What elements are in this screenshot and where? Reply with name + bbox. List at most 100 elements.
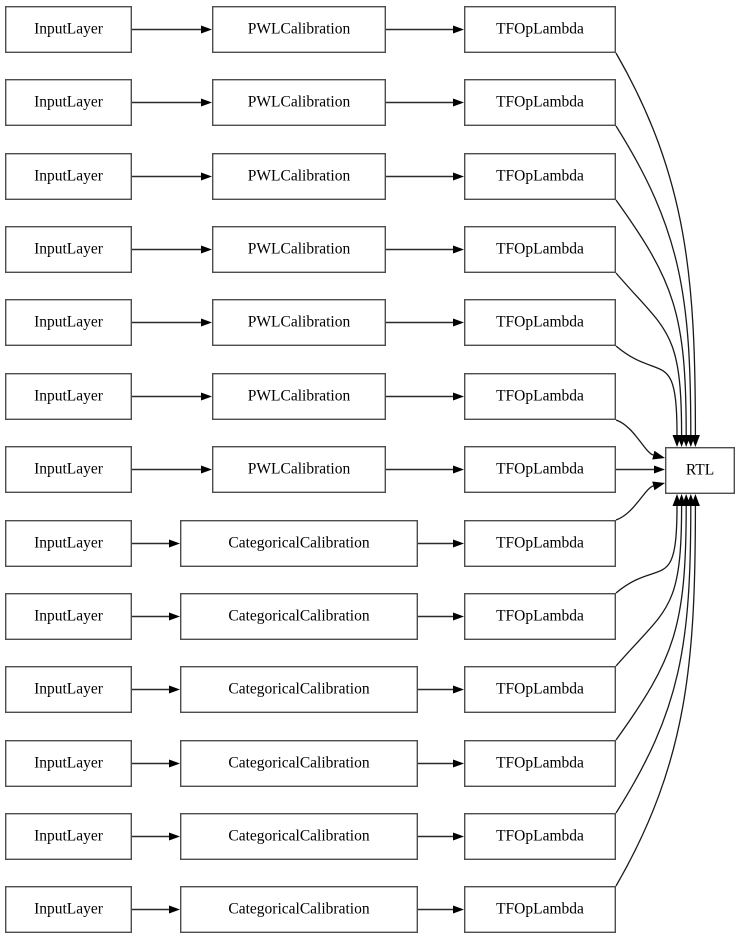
edge-lambda-2-to-rtl-path xyxy=(615,125,692,436)
node-calibration-9-rect[interactable] xyxy=(179,593,419,641)
node-calibration-4[interactable]: PWLCalibration xyxy=(211,225,387,273)
node-calibration-2[interactable]: PWLCalibration xyxy=(211,78,387,126)
node-calibration-7-rect[interactable] xyxy=(211,446,387,494)
node-tf-op-lambda-3-rect[interactable] xyxy=(464,152,617,200)
node-input-layer-10[interactable]: InputLayer xyxy=(4,666,132,714)
node-tf-op-lambda-8[interactable]: TFOpLambda xyxy=(464,520,617,568)
node-tf-op-lambda-9[interactable]: TFOpLambda xyxy=(464,593,617,641)
node-input-layer-2-rect[interactable] xyxy=(4,78,132,126)
node-input-layer-9-rect[interactable] xyxy=(4,593,132,641)
node-input-layer-2[interactable]: InputLayer xyxy=(4,78,132,126)
node-rtl-output[interactable]: RTL xyxy=(665,447,736,495)
node-rtl-output-rect[interactable] xyxy=(665,447,736,495)
node-input-layer-1-rect[interactable] xyxy=(4,5,132,53)
edge-calibration-to-lambda-2-arrowhead xyxy=(453,98,464,107)
edge-calibration-to-lambda-3-arrowhead xyxy=(453,172,464,181)
edge-lambda-6-to-rtl xyxy=(615,419,665,460)
edge-lambda-6-to-rtl-path xyxy=(615,419,654,456)
edge-input-to-calibration-11 xyxy=(132,759,180,768)
node-calibration-10[interactable]: CategoricalCalibration xyxy=(179,666,419,714)
node-input-layer-7[interactable]: InputLayer xyxy=(4,446,132,494)
node-calibration-13-rect[interactable] xyxy=(179,886,419,934)
node-calibration-8[interactable]: CategoricalCalibration xyxy=(179,520,419,568)
node-input-layer-5-rect[interactable] xyxy=(4,299,132,347)
edge-calibration-to-lambda-8 xyxy=(418,539,464,548)
node-input-layer-11[interactable]: InputLayer xyxy=(4,740,132,788)
node-tf-op-lambda-13[interactable]: TFOpLambda xyxy=(464,886,617,934)
node-input-layer-4[interactable]: InputLayer xyxy=(4,225,132,273)
node-tf-op-lambda-5[interactable]: TFOpLambda xyxy=(464,299,617,347)
node-input-layer-8[interactable]: InputLayer xyxy=(4,520,132,568)
node-input-layer-5[interactable]: InputLayer xyxy=(4,299,132,347)
edge-input-to-calibration-8 xyxy=(132,539,180,548)
edge-calibration-to-lambda-2 xyxy=(386,98,464,107)
node-calibration-9[interactable]: CategoricalCalibration xyxy=(179,593,419,641)
node-input-layer-9[interactable]: InputLayer xyxy=(4,593,132,641)
node-input-layer-7-rect[interactable] xyxy=(4,446,132,494)
node-calibration-4-rect[interactable] xyxy=(211,225,387,273)
node-calibration-10-rect[interactable] xyxy=(179,666,419,714)
node-calibration-1-rect[interactable] xyxy=(211,5,387,53)
node-tf-op-lambda-4-rect[interactable] xyxy=(464,225,617,273)
node-calibration-6-rect[interactable] xyxy=(211,373,387,421)
node-input-layer-13-rect[interactable] xyxy=(4,886,132,934)
node-calibration-5-rect[interactable] xyxy=(211,299,387,347)
node-calibration-13[interactable]: CategoricalCalibration xyxy=(179,886,419,934)
node-input-layer-3-rect[interactable] xyxy=(4,152,132,200)
node-tf-op-lambda-8-rect[interactable] xyxy=(464,520,617,568)
node-tf-op-lambda-9-rect[interactable] xyxy=(464,593,617,641)
node-calibration-1[interactable]: PWLCalibration xyxy=(211,5,387,53)
edge-input-to-calibration-12 xyxy=(132,832,180,841)
edge-lambda-4-to-rtl xyxy=(615,272,687,447)
edge-lambda-10-to-rtl xyxy=(615,494,687,667)
node-input-layer-13[interactable]: InputLayer xyxy=(4,886,132,934)
node-input-layer-3[interactable]: InputLayer xyxy=(4,152,132,200)
node-tf-op-lambda-12-rect[interactable] xyxy=(464,813,617,861)
node-calibration-12-rect[interactable] xyxy=(179,813,419,861)
node-calibration-3-rect[interactable] xyxy=(211,152,387,200)
node-tf-op-lambda-2-rect[interactable] xyxy=(464,78,617,126)
node-tf-op-lambda-2[interactable]: TFOpLambda xyxy=(464,78,617,126)
node-tf-op-lambda-11-rect[interactable] xyxy=(464,740,617,788)
node-tf-op-lambda-11[interactable]: TFOpLambda xyxy=(464,740,617,788)
node-tf-op-lambda-7-rect[interactable] xyxy=(464,446,617,494)
node-input-layer-8-rect[interactable] xyxy=(4,520,132,568)
node-calibration-12[interactable]: CategoricalCalibration xyxy=(179,813,419,861)
node-tf-op-lambda-1[interactable]: TFOpLambda xyxy=(464,5,617,53)
edge-lambda-13-to-rtl-path xyxy=(615,505,697,887)
node-input-layer-4-rect[interactable] xyxy=(4,225,132,273)
node-input-layer-12-rect[interactable] xyxy=(4,813,132,861)
node-tf-op-lambda-4[interactable]: TFOpLambda xyxy=(464,225,617,273)
node-tf-op-lambda-5-rect[interactable] xyxy=(464,299,617,347)
node-input-layer-6-rect[interactable] xyxy=(4,373,132,421)
node-calibration-5[interactable]: PWLCalibration xyxy=(211,299,387,347)
node-calibration-7[interactable]: PWLCalibration xyxy=(211,446,387,494)
edge-input-to-calibration-12-arrowhead xyxy=(169,832,180,841)
edge-lambda-5-to-rtl xyxy=(615,345,682,447)
edge-lambda-3-to-rtl xyxy=(615,199,691,447)
node-input-layer-12[interactable]: InputLayer xyxy=(4,813,132,861)
edge-input-to-calibration-7 xyxy=(132,465,212,474)
edge-input-to-calibration-3-arrowhead xyxy=(201,172,212,181)
node-calibration-6[interactable]: PWLCalibration xyxy=(211,373,387,421)
node-input-layer-11-rect[interactable] xyxy=(4,740,132,788)
node-tf-op-lambda-12[interactable]: TFOpLambda xyxy=(464,813,617,861)
node-calibration-2-rect[interactable] xyxy=(211,78,387,126)
node-calibration-8-rect[interactable] xyxy=(179,520,419,568)
edge-input-to-calibration-6-arrowhead xyxy=(201,392,212,401)
node-tf-op-lambda-3[interactable]: TFOpLambda xyxy=(464,152,617,200)
node-calibration-3[interactable]: PWLCalibration xyxy=(211,152,387,200)
node-input-layer-10-rect[interactable] xyxy=(4,666,132,714)
node-tf-op-lambda-6[interactable]: TFOpLambda xyxy=(464,373,617,421)
node-tf-op-lambda-10[interactable]: TFOpLambda xyxy=(464,666,617,714)
node-input-layer-6[interactable]: InputLayer xyxy=(4,373,132,421)
node-calibration-11[interactable]: CategoricalCalibration xyxy=(179,740,419,788)
node-tf-op-lambda-13-rect[interactable] xyxy=(464,886,617,934)
node-input-layer-1[interactable]: InputLayer xyxy=(4,5,132,53)
edge-calibration-to-lambda-11 xyxy=(418,759,464,768)
node-calibration-11-rect[interactable] xyxy=(179,740,419,788)
node-tf-op-lambda-7[interactable]: TFOpLambda xyxy=(464,446,617,494)
node-tf-op-lambda-6-rect[interactable] xyxy=(464,373,617,421)
node-tf-op-lambda-1-rect[interactable] xyxy=(464,5,617,53)
node-tf-op-lambda-10-rect[interactable] xyxy=(464,666,617,714)
